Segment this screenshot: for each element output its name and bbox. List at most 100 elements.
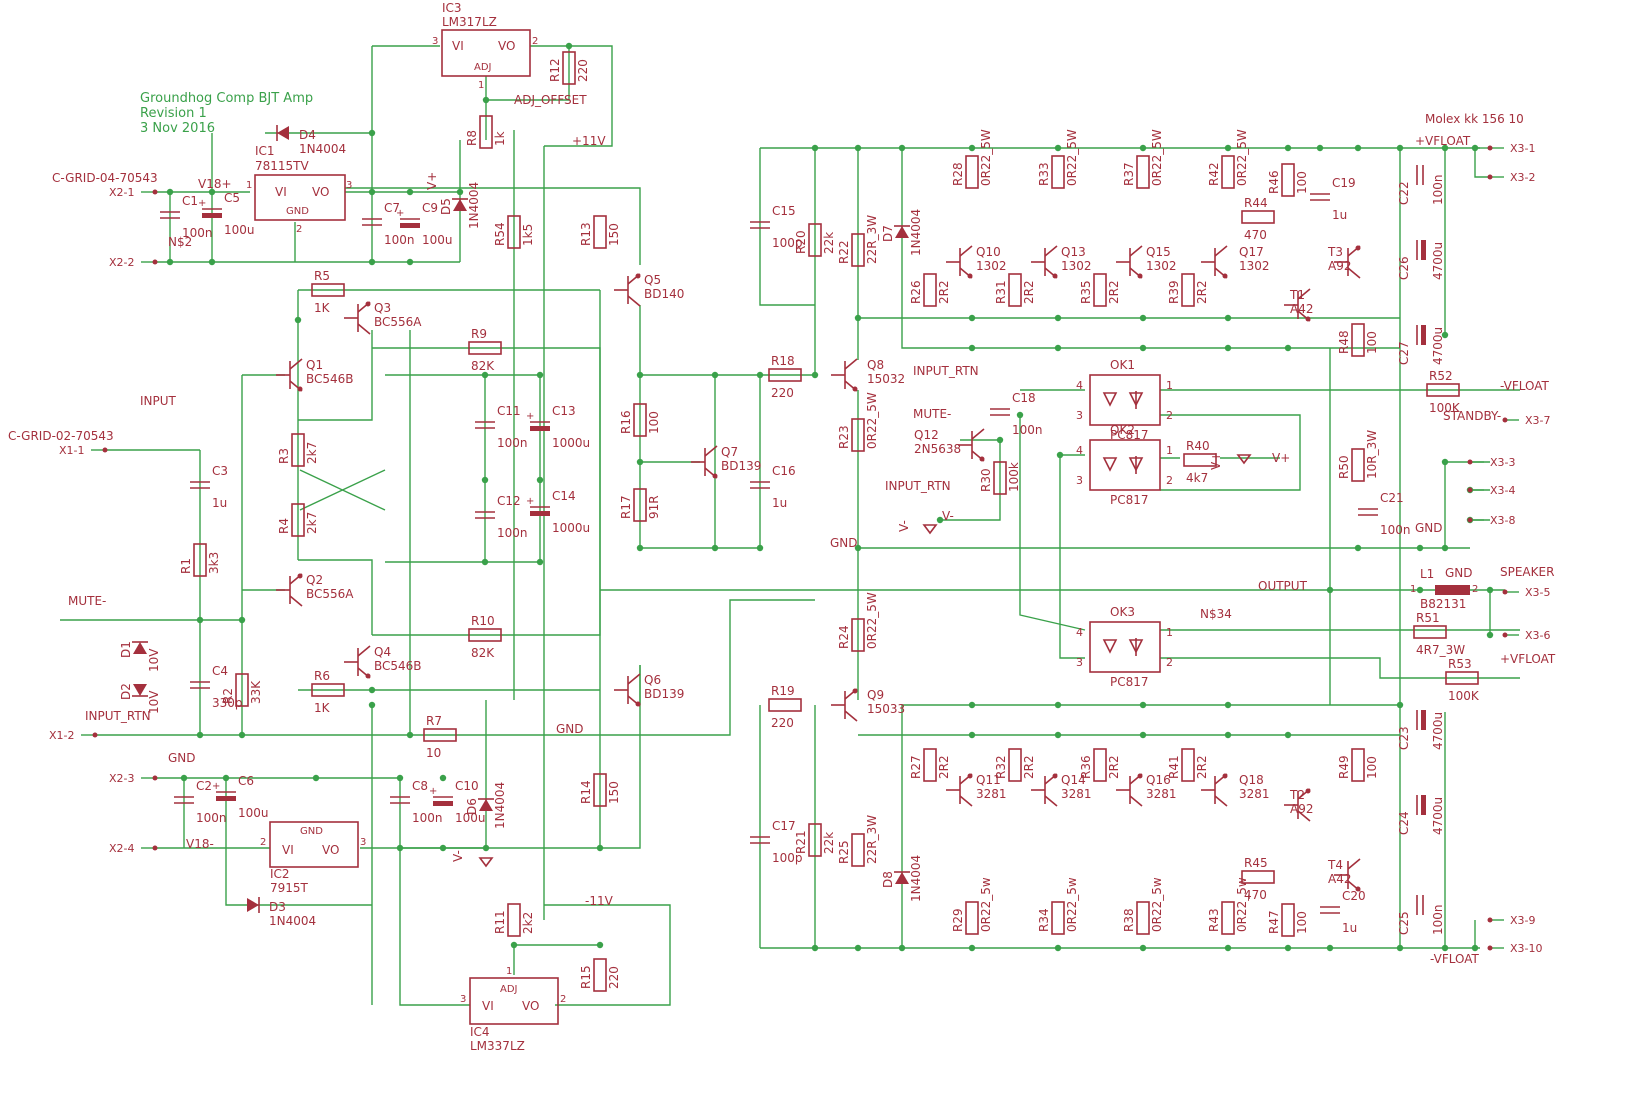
transistor-ref: Q11 xyxy=(976,773,1001,787)
junction-dot xyxy=(406,188,414,196)
label-text: + xyxy=(429,786,437,797)
net-label: INPUT_RTN xyxy=(913,364,979,378)
opto-phototransistor-arrow xyxy=(1128,639,1144,654)
wire xyxy=(1474,148,1490,178)
junction-dot xyxy=(811,371,819,379)
resistor-ref: R39 xyxy=(1167,280,1181,304)
junction-dot xyxy=(1224,144,1232,152)
resistor-r27 xyxy=(923,748,937,782)
resistor-r1 xyxy=(193,543,207,577)
net-label: V+ xyxy=(425,172,439,190)
net-label: ADJ_OFFSET xyxy=(514,93,587,107)
connector-x3-7 xyxy=(1502,417,1508,423)
resistor-value: 150 xyxy=(607,223,621,246)
junction-dot xyxy=(238,616,246,624)
diode-value: 10V xyxy=(147,690,161,714)
diode-ref: D7 xyxy=(881,225,895,242)
capacitor-ref: C11 xyxy=(497,404,521,418)
capacitor-plate xyxy=(400,223,420,228)
resistor-value: 4R7_3W xyxy=(1416,643,1465,657)
label-text: IC2 xyxy=(270,867,290,881)
junction-dot xyxy=(406,258,414,266)
resistor-r51 xyxy=(1413,625,1447,639)
capacitor-ref: C19 xyxy=(1332,176,1356,190)
wire xyxy=(399,778,470,1006)
connector-id: X2-3 xyxy=(109,772,135,785)
resistor-value: 0R22_5W xyxy=(865,392,879,449)
resistor-ref: R37 xyxy=(1122,162,1136,186)
resistor-value: 4k7 xyxy=(1186,471,1208,485)
wire xyxy=(759,148,815,306)
resistor-ref: R17 xyxy=(619,495,633,519)
capacitor-ref: C16 xyxy=(772,464,796,478)
transistor-ref: T4 xyxy=(1327,858,1343,872)
resistor-value: 100 xyxy=(1295,171,1309,194)
junction-dot xyxy=(1016,411,1024,419)
diode-d4 xyxy=(277,126,289,140)
resistor-ref: R32 xyxy=(994,755,1008,779)
resistor-r29 xyxy=(965,901,979,935)
resistor-value: 82K xyxy=(471,646,495,660)
transistor-ref: Q7 xyxy=(721,445,738,459)
label-text: LM317LZ xyxy=(442,15,497,29)
resistor-r17 xyxy=(633,488,647,522)
transistor-ref: Q12 xyxy=(914,428,939,442)
diode-ref: D4 xyxy=(299,128,316,142)
net-label: C-GRID-04-70543 xyxy=(52,171,158,185)
resistor-r28 xyxy=(965,155,979,189)
resistor-ref: R45 xyxy=(1244,856,1268,870)
transistor-ref: Q6 xyxy=(644,673,661,687)
title-line: Groundhog Comp BJT Amp xyxy=(140,91,313,106)
transistor-part: A92 xyxy=(1328,259,1351,273)
transistor-arrow xyxy=(1305,316,1311,322)
junction-dot xyxy=(1054,731,1062,739)
capacitor-value: 100u xyxy=(422,233,453,247)
ground-icon xyxy=(478,857,494,868)
resistor-r25 xyxy=(851,833,865,867)
transistor-part: 15033 xyxy=(867,702,905,716)
connector-id: X2-4 xyxy=(109,842,135,855)
resistor-ref: R42 xyxy=(1207,162,1221,186)
resistor-r40 xyxy=(1183,453,1217,467)
junction-dot xyxy=(368,258,376,266)
junction-dot xyxy=(711,371,719,379)
diode-value: 1N4004 xyxy=(909,855,923,902)
resistor-value: 91R xyxy=(647,495,661,519)
opto-phototransistor-arrow xyxy=(1128,392,1144,407)
net-label: +VFLOAT xyxy=(1500,652,1556,666)
resistor-value: 2R2 xyxy=(1195,280,1209,304)
transistor-ref: Q10 xyxy=(976,245,1001,259)
resistor-ref: R15 xyxy=(579,965,593,989)
capacitor-plate xyxy=(433,801,453,806)
junction-dot xyxy=(898,944,906,952)
resistor-r8 xyxy=(479,115,493,149)
resistor-value: 0R22_5W xyxy=(1065,129,1079,186)
transistor-arrow xyxy=(1222,273,1228,279)
label-text: VO xyxy=(312,185,329,199)
junction-dot xyxy=(1224,344,1232,352)
ic3-box xyxy=(441,29,531,77)
transistor-arrow xyxy=(1052,773,1058,779)
junction-dot xyxy=(756,371,764,379)
capacitor-plate xyxy=(1421,325,1426,345)
resistor-ref: R50 xyxy=(1337,455,1351,479)
capacitor-value: 100u xyxy=(455,811,486,825)
transistor-part: BD140 xyxy=(644,287,684,301)
capacitor-value: 1u xyxy=(212,496,227,510)
label-text: + xyxy=(212,781,220,792)
connector-x3-1 xyxy=(1487,145,1493,151)
connector-id: X3-6 xyxy=(1525,629,1551,642)
opto-led xyxy=(1102,457,1118,472)
transistor-emitter xyxy=(289,595,303,607)
connector-x1-1 xyxy=(102,447,108,453)
capacitor-value: 4700u xyxy=(1431,327,1445,365)
diode-ref: D8 xyxy=(881,871,895,888)
resistor-value: 3k3 xyxy=(207,552,221,574)
junction-dot xyxy=(312,774,320,782)
junction-dot xyxy=(854,144,862,152)
diode-d6 xyxy=(479,799,493,811)
junction-dot xyxy=(1396,701,1404,709)
resistor-r38 xyxy=(1136,901,1150,935)
resistor-ref: R10 xyxy=(471,614,495,628)
resistor-ref: R25 xyxy=(837,840,851,864)
